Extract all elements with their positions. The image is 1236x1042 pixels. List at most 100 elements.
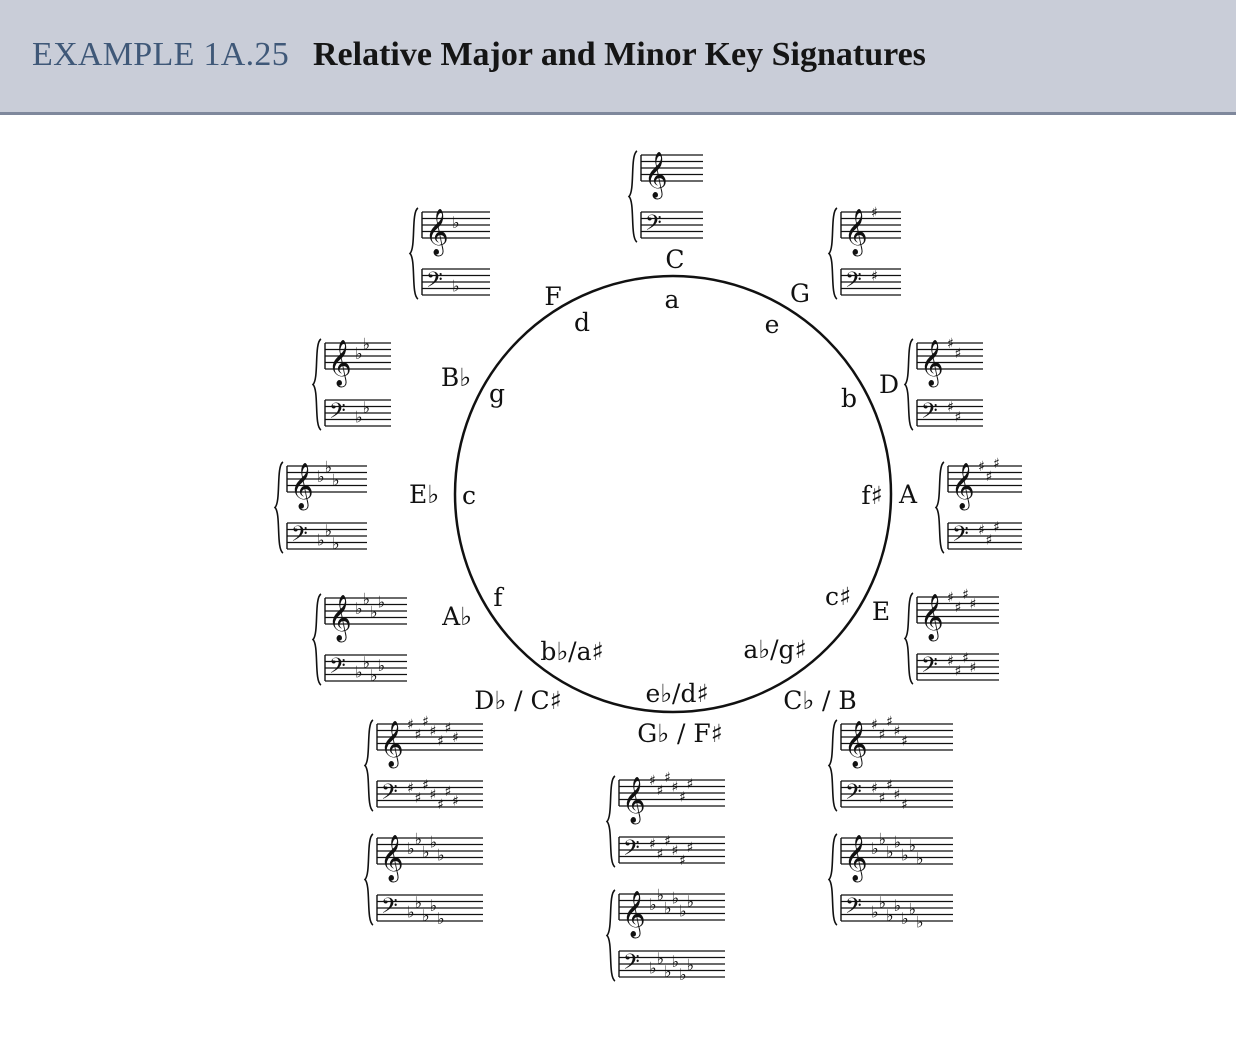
sharp-icon: ♯ — [993, 456, 1000, 472]
major-key-label: B♭ — [441, 363, 471, 392]
treble-clef-icon: 𝄞 — [290, 463, 314, 511]
sharp-icon: ♯ — [955, 600, 962, 616]
sharp-icon: ♯ — [422, 714, 429, 730]
sharp-icon: ♯ — [415, 727, 422, 743]
sharp-icon: ♯ — [871, 717, 878, 733]
flat-icon: ♭ — [909, 836, 917, 855]
key-signature-system: 𝄞𝄢♯♯♯♯♯♯ — [934, 456, 1022, 554]
treble-clef-icon: 𝄞 — [844, 835, 868, 883]
bass-clef-icon: 𝄢 — [845, 894, 862, 924]
flat-icon: ♭ — [901, 909, 909, 928]
flat-icon: ♭ — [879, 829, 887, 848]
minor-key-label: c♯ — [825, 582, 851, 611]
flat-icon: ♭ — [317, 531, 325, 550]
key-signature-system: 𝄞𝄢♯♯♯♯ — [903, 336, 983, 431]
flat-icon: ♭ — [894, 896, 902, 915]
brace-icon — [605, 775, 616, 868]
flat-icon: ♭ — [657, 949, 665, 968]
sharp-icon: ♯ — [978, 459, 985, 475]
sharp-icon: ♯ — [407, 717, 414, 733]
brace-icon — [827, 207, 838, 300]
flat-icon: ♭ — [452, 213, 460, 232]
sharp-icon: ♯ — [679, 853, 686, 869]
treble-clef-icon: 𝄞 — [920, 594, 944, 642]
flat-icon: ♭ — [317, 467, 325, 486]
bass-clef-icon: 𝄢 — [645, 211, 662, 241]
sharp-icon: ♯ — [687, 840, 694, 856]
treble-clef-icon: 𝄞 — [425, 209, 449, 257]
sharp-icon: ♯ — [901, 733, 908, 749]
sharp-icon: ♯ — [962, 587, 969, 603]
major-key-label: A♭ — [441, 602, 472, 631]
flat-icon: ♭ — [879, 893, 887, 912]
flat-icon: ♭ — [649, 959, 657, 978]
flat-icon: ♭ — [378, 593, 386, 612]
key-signature-system: 𝄞𝄢♯♯♯♯♯♯♯♯♯♯ — [827, 714, 953, 813]
bass-clef-icon: 𝄢 — [921, 399, 938, 429]
brace-icon — [627, 150, 638, 243]
flat-icon: ♭ — [363, 334, 371, 353]
flat-icon: ♭ — [422, 906, 430, 925]
sharp-icon: ♯ — [657, 846, 664, 862]
flat-icon: ♭ — [901, 846, 909, 865]
example-header: EXAMPLE 1A.25 Relative Major and Minor K… — [0, 0, 1236, 115]
sharp-icon: ♯ — [657, 783, 664, 799]
sharp-icon: ♯ — [947, 654, 954, 670]
flat-icon: ♭ — [672, 889, 680, 908]
sharp-icon: ♯ — [879, 727, 886, 743]
bass-clef-icon: 𝄢 — [623, 836, 640, 866]
brace-icon — [311, 338, 322, 431]
bass-clef-icon: 𝄢 — [845, 780, 862, 810]
flat-icon: ♭ — [430, 833, 438, 852]
key-signature-system: 𝄞𝄢♯♯♯♯♯♯♯♯♯♯♯♯ — [605, 770, 725, 869]
treble-clef-icon: 𝄞 — [951, 463, 975, 511]
sharp-icon: ♯ — [947, 400, 954, 416]
treble-clef-icon: 𝄞 — [380, 721, 404, 769]
key-signature-system: 𝄞𝄢♭♭♭♭♭♭♭♭ — [311, 589, 407, 686]
flat-icon: ♭ — [407, 839, 415, 858]
flat-icon: ♭ — [415, 829, 423, 848]
sharp-icon: ♯ — [415, 790, 422, 806]
major-key-label: D — [879, 370, 899, 399]
sharp-icon: ♯ — [879, 790, 886, 806]
brace-icon — [311, 593, 322, 686]
flat-icon: ♭ — [355, 663, 363, 682]
flat-icon: ♭ — [916, 849, 924, 868]
flat-icon: ♭ — [430, 896, 438, 915]
flat-icon: ♭ — [378, 656, 386, 675]
sharp-icon: ♯ — [955, 346, 962, 362]
sharp-icon: ♯ — [445, 784, 452, 800]
key-signature-system: 𝄞𝄢♭♭♭♭♭♭♭♭♭♭♭♭♭♭ — [827, 829, 953, 931]
sharp-icon: ♯ — [679, 789, 686, 805]
flat-icon: ♭ — [657, 885, 665, 904]
bass-clef-icon: 𝄢 — [952, 522, 969, 552]
sharp-icon: ♯ — [871, 781, 878, 797]
treble-clef-icon: 𝄞 — [644, 152, 668, 200]
sharp-icon: ♯ — [664, 770, 671, 786]
treble-clef-icon: 𝄞 — [622, 777, 646, 825]
flat-icon: ♭ — [909, 899, 917, 918]
brace-icon — [605, 889, 616, 982]
flat-icon: ♭ — [664, 898, 672, 917]
flat-icon: ♭ — [916, 912, 924, 931]
flat-icon: ♭ — [687, 955, 695, 974]
sharp-icon: ♯ — [437, 733, 444, 749]
key-signature-system: 𝄞𝄢♯♯♯♯♯♯♯♯ — [903, 587, 999, 685]
brace-icon — [903, 592, 914, 685]
minor-key-label: e — [765, 310, 780, 339]
treble-clef-icon: 𝄞 — [328, 595, 352, 643]
bass-clef-icon: 𝄢 — [426, 268, 443, 298]
treble-clef-icon: 𝄞 — [844, 209, 868, 257]
sharp-icon: ♯ — [430, 787, 437, 803]
minor-key-label: d — [574, 308, 590, 337]
major-key-label: F — [544, 282, 561, 311]
example-label: EXAMPLE 1A.25 — [32, 36, 290, 73]
sharp-icon: ♯ — [901, 797, 908, 813]
major-key-label: E♭ — [409, 480, 439, 509]
brace-icon — [827, 719, 838, 812]
flat-icon: ♭ — [355, 408, 363, 427]
sharp-icon: ♯ — [437, 797, 444, 813]
sharp-icon: ♯ — [407, 781, 414, 797]
major-key-label: C♭ / B — [783, 686, 857, 715]
